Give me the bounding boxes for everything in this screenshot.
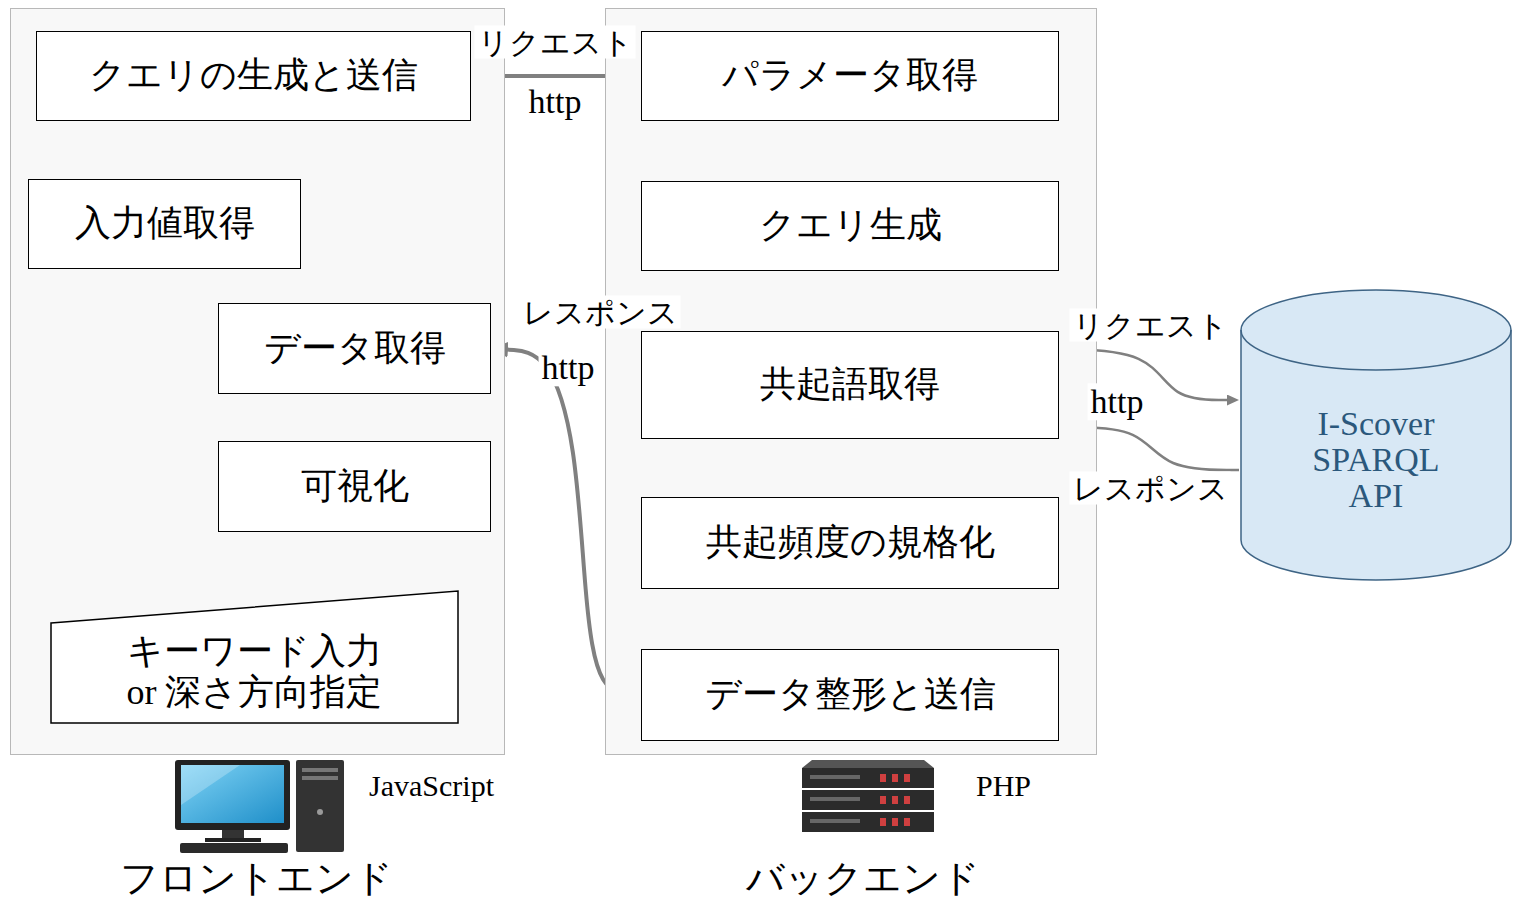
tier-panel: クエリの生成と送信入力値取得データ取得可視化キーワード入力 or 深さ方向指定J… xyxy=(10,8,505,755)
tier-label: PHP xyxy=(976,769,1031,803)
node-label: 入力値取得 xyxy=(75,203,255,244)
process-box: データ取得 xyxy=(218,303,491,394)
protocol-label: http xyxy=(1088,383,1147,420)
tier-panel: パラメータ取得クエリ生成共起語取得共起頻度の規格化データ整形と送信PHPバックエ… xyxy=(605,8,1097,755)
node-label: クエリの生成と送信 xyxy=(89,55,418,96)
node-label: データ取得 xyxy=(264,328,446,369)
node-label: 共起語取得 xyxy=(760,364,940,405)
node-label: クエリ生成 xyxy=(759,205,942,246)
computer-icon xyxy=(175,760,344,853)
process-box: パラメータ取得 xyxy=(641,31,1059,121)
edge-label: レスポンス xyxy=(520,296,681,329)
protocol-label: http xyxy=(539,349,598,386)
node-label: キーワード入力 or 深さ方向指定 xyxy=(118,631,392,714)
protocol-label: http xyxy=(526,83,585,120)
process-box: 共起語取得 xyxy=(641,331,1059,439)
database-cylinder: I-Scover SPARQL API xyxy=(1240,290,1512,580)
process-box: クエリの生成と送信 xyxy=(36,31,471,121)
tier-label: フロントエンド xyxy=(120,853,393,904)
node-label: 可視化 xyxy=(301,466,409,507)
node-label: データ整形と送信 xyxy=(705,674,996,715)
node-label: パラメータ取得 xyxy=(722,55,978,96)
tier-label: JavaScript xyxy=(369,769,494,803)
cylinder-rim xyxy=(1241,330,1511,370)
process-box: 可視化 xyxy=(218,441,491,532)
tier-label: バックエンド xyxy=(746,853,980,904)
process-box: データ整形と送信 xyxy=(641,649,1059,741)
manual-input-shape xyxy=(51,591,458,723)
cylinder-body xyxy=(1241,290,1511,580)
manual-input-box: キーワード入力 or 深さ方向指定 xyxy=(51,591,458,723)
edge-label: レスポンス xyxy=(1070,472,1231,505)
process-box: 入力値取得 xyxy=(28,179,301,269)
server-icon xyxy=(802,760,934,832)
edge-label: リクエスト xyxy=(1070,309,1231,342)
node-label: 共起頻度の規格化 xyxy=(706,522,995,563)
edge-label: リクエスト xyxy=(475,26,636,59)
process-box: 共起頻度の規格化 xyxy=(641,497,1059,589)
node-label: I-Scover SPARQL API xyxy=(1291,406,1461,513)
process-box: クエリ生成 xyxy=(641,181,1059,271)
